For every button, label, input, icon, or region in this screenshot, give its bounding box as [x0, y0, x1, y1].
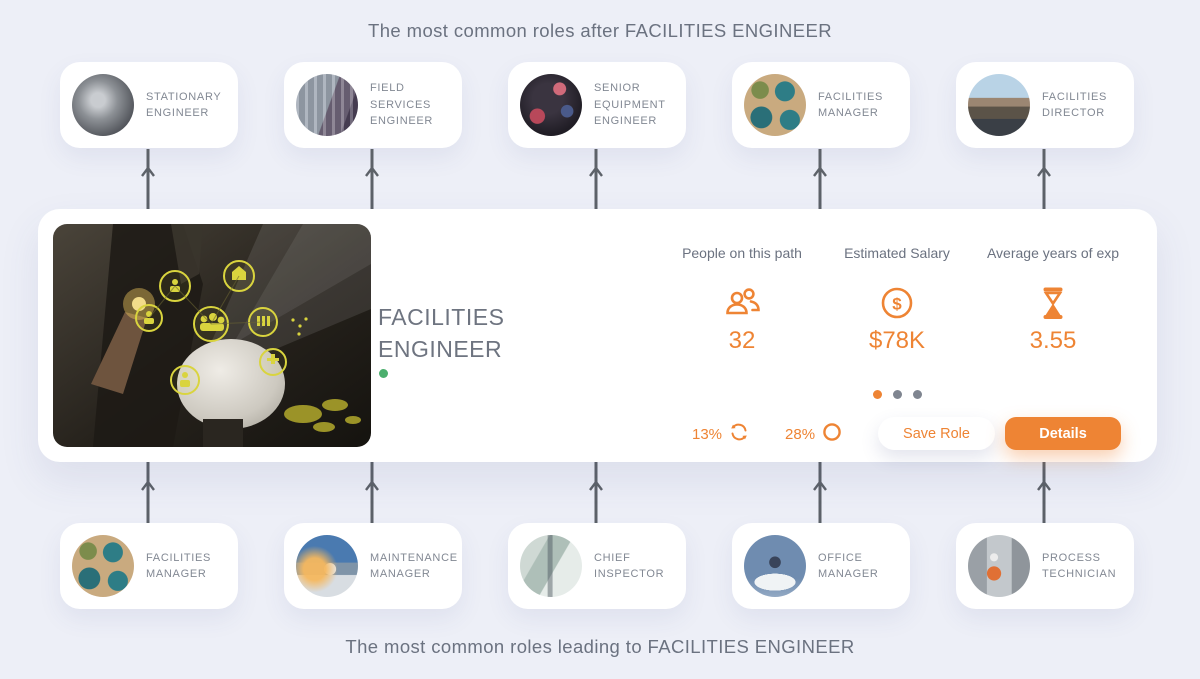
role-card-maintenance-manager[interactable]: MAINTENANCE MANAGER — [284, 523, 462, 609]
role-label: CHIEF INSPECTOR — [594, 551, 665, 581]
hourglass-icon — [958, 285, 1148, 321]
up-arrow — [813, 462, 827, 524]
refresh-icon — [729, 422, 749, 446]
carousel-dot-2[interactable] — [893, 390, 902, 399]
stat-value: 32 — [728, 327, 756, 354]
details-button[interactable]: Details — [1005, 417, 1121, 450]
role-label: FACILITIES MANAGER — [818, 90, 884, 120]
carousel-dot-3[interactable] — [913, 390, 922, 399]
up-arrow — [1037, 462, 1051, 524]
stat-label: Average years of exp — [986, 245, 1120, 261]
up-arrow — [589, 462, 603, 524]
maintenance-photo — [296, 535, 358, 597]
up-arrow — [813, 149, 827, 209]
role-card-stationary-engineer[interactable]: STATIONARY ENGINEER — [60, 62, 238, 148]
stat-value: $78K — [868, 327, 926, 354]
up-arrow — [141, 462, 155, 524]
stat-value: 3.55 — [1029, 327, 1077, 354]
role-card-facilities-director[interactable]: FACILITIES DIRECTOR — [956, 62, 1134, 148]
role-card-chief-inspector[interactable]: CHIEF INSPECTOR — [508, 523, 686, 609]
focus-role-photo — [53, 224, 371, 447]
stat-people-on-path: People on this path 32 — [647, 245, 837, 355]
status-dot — [379, 369, 388, 378]
role-label: OFFICE MANAGER — [818, 551, 879, 581]
factory-interior-photo — [520, 535, 582, 597]
role-card-facilities-manager-top[interactable]: FACILITIES MANAGER — [732, 62, 910, 148]
percent-right-value: 28% — [785, 425, 816, 443]
svg-text:$: $ — [892, 295, 902, 314]
stat-label: People on this path — [682, 245, 802, 261]
stat-label: Estimated Salary — [844, 245, 950, 261]
focus-role-title-line2: ENGINEER — [378, 336, 503, 362]
section-title-leading: The most common roles leading to FACILIT… — [345, 636, 855, 657]
focus-role-title: FACILITIES ENGINEER — [378, 301, 504, 365]
turbine-photo — [72, 74, 134, 136]
role-card-senior-equipment-engineer[interactable]: SENIOR EQUIPMENT ENGINEER — [508, 62, 686, 148]
dollar-icon: $ — [802, 285, 992, 321]
save-role-button[interactable]: Save Role — [878, 417, 995, 450]
percent-left-value: 13% — [692, 425, 723, 443]
percent-indicators: 13% 28% — [692, 422, 842, 446]
carousel-dot-1[interactable] — [873, 390, 882, 399]
focus-role-title-line1: FACILITIES — [378, 304, 505, 330]
office-building-photo — [968, 74, 1030, 136]
role-card-office-manager[interactable]: OFFICE MANAGER — [732, 523, 910, 609]
cloud-figure-photo — [744, 535, 806, 597]
circle-icon — [822, 422, 842, 446]
stat-average-years-exp: Average years of exp 3.55 — [958, 245, 1148, 355]
storage-tanks-photo — [72, 535, 134, 597]
role-card-facilities-manager-bottom[interactable]: FACILITIES MANAGER — [60, 523, 238, 609]
role-label: PROCESS TECHNICIAN — [1042, 551, 1117, 581]
up-arrow — [365, 462, 379, 524]
role-label: SENIOR EQUIPMENT ENGINEER — [594, 82, 666, 128]
up-arrow — [589, 149, 603, 209]
equipment-photo — [520, 74, 582, 136]
role-card-field-services-engineer[interactable]: FIELD SERVICES ENGINEER — [284, 62, 462, 148]
people-icon — [647, 285, 837, 321]
carousel-dots — [873, 390, 922, 399]
up-arrow — [1037, 149, 1051, 209]
role-label: FACILITIES MANAGER — [146, 551, 212, 581]
businessman-touch-interface-illustration — [53, 224, 371, 447]
role-label: FIELD SERVICES ENGINEER — [370, 82, 434, 128]
up-arrow — [365, 149, 379, 209]
focus-role-card: FACILITIES ENGINEER People on this path … — [38, 209, 1157, 462]
role-card-process-technician[interactable]: PROCESS TECHNICIAN — [956, 523, 1134, 609]
field-services-photo — [296, 74, 358, 136]
up-arrow — [141, 149, 155, 209]
section-title-after: The most common roles after FACILITIES E… — [368, 20, 832, 41]
stat-estimated-salary: Estimated Salary $ $78K — [802, 245, 992, 355]
role-label: FACILITIES DIRECTOR — [1042, 90, 1108, 120]
role-label: MAINTENANCE MANAGER — [370, 551, 458, 581]
role-label: STATIONARY ENGINEER — [146, 90, 222, 120]
technician-photo — [968, 535, 1030, 597]
storage-tanks-photo — [744, 74, 806, 136]
